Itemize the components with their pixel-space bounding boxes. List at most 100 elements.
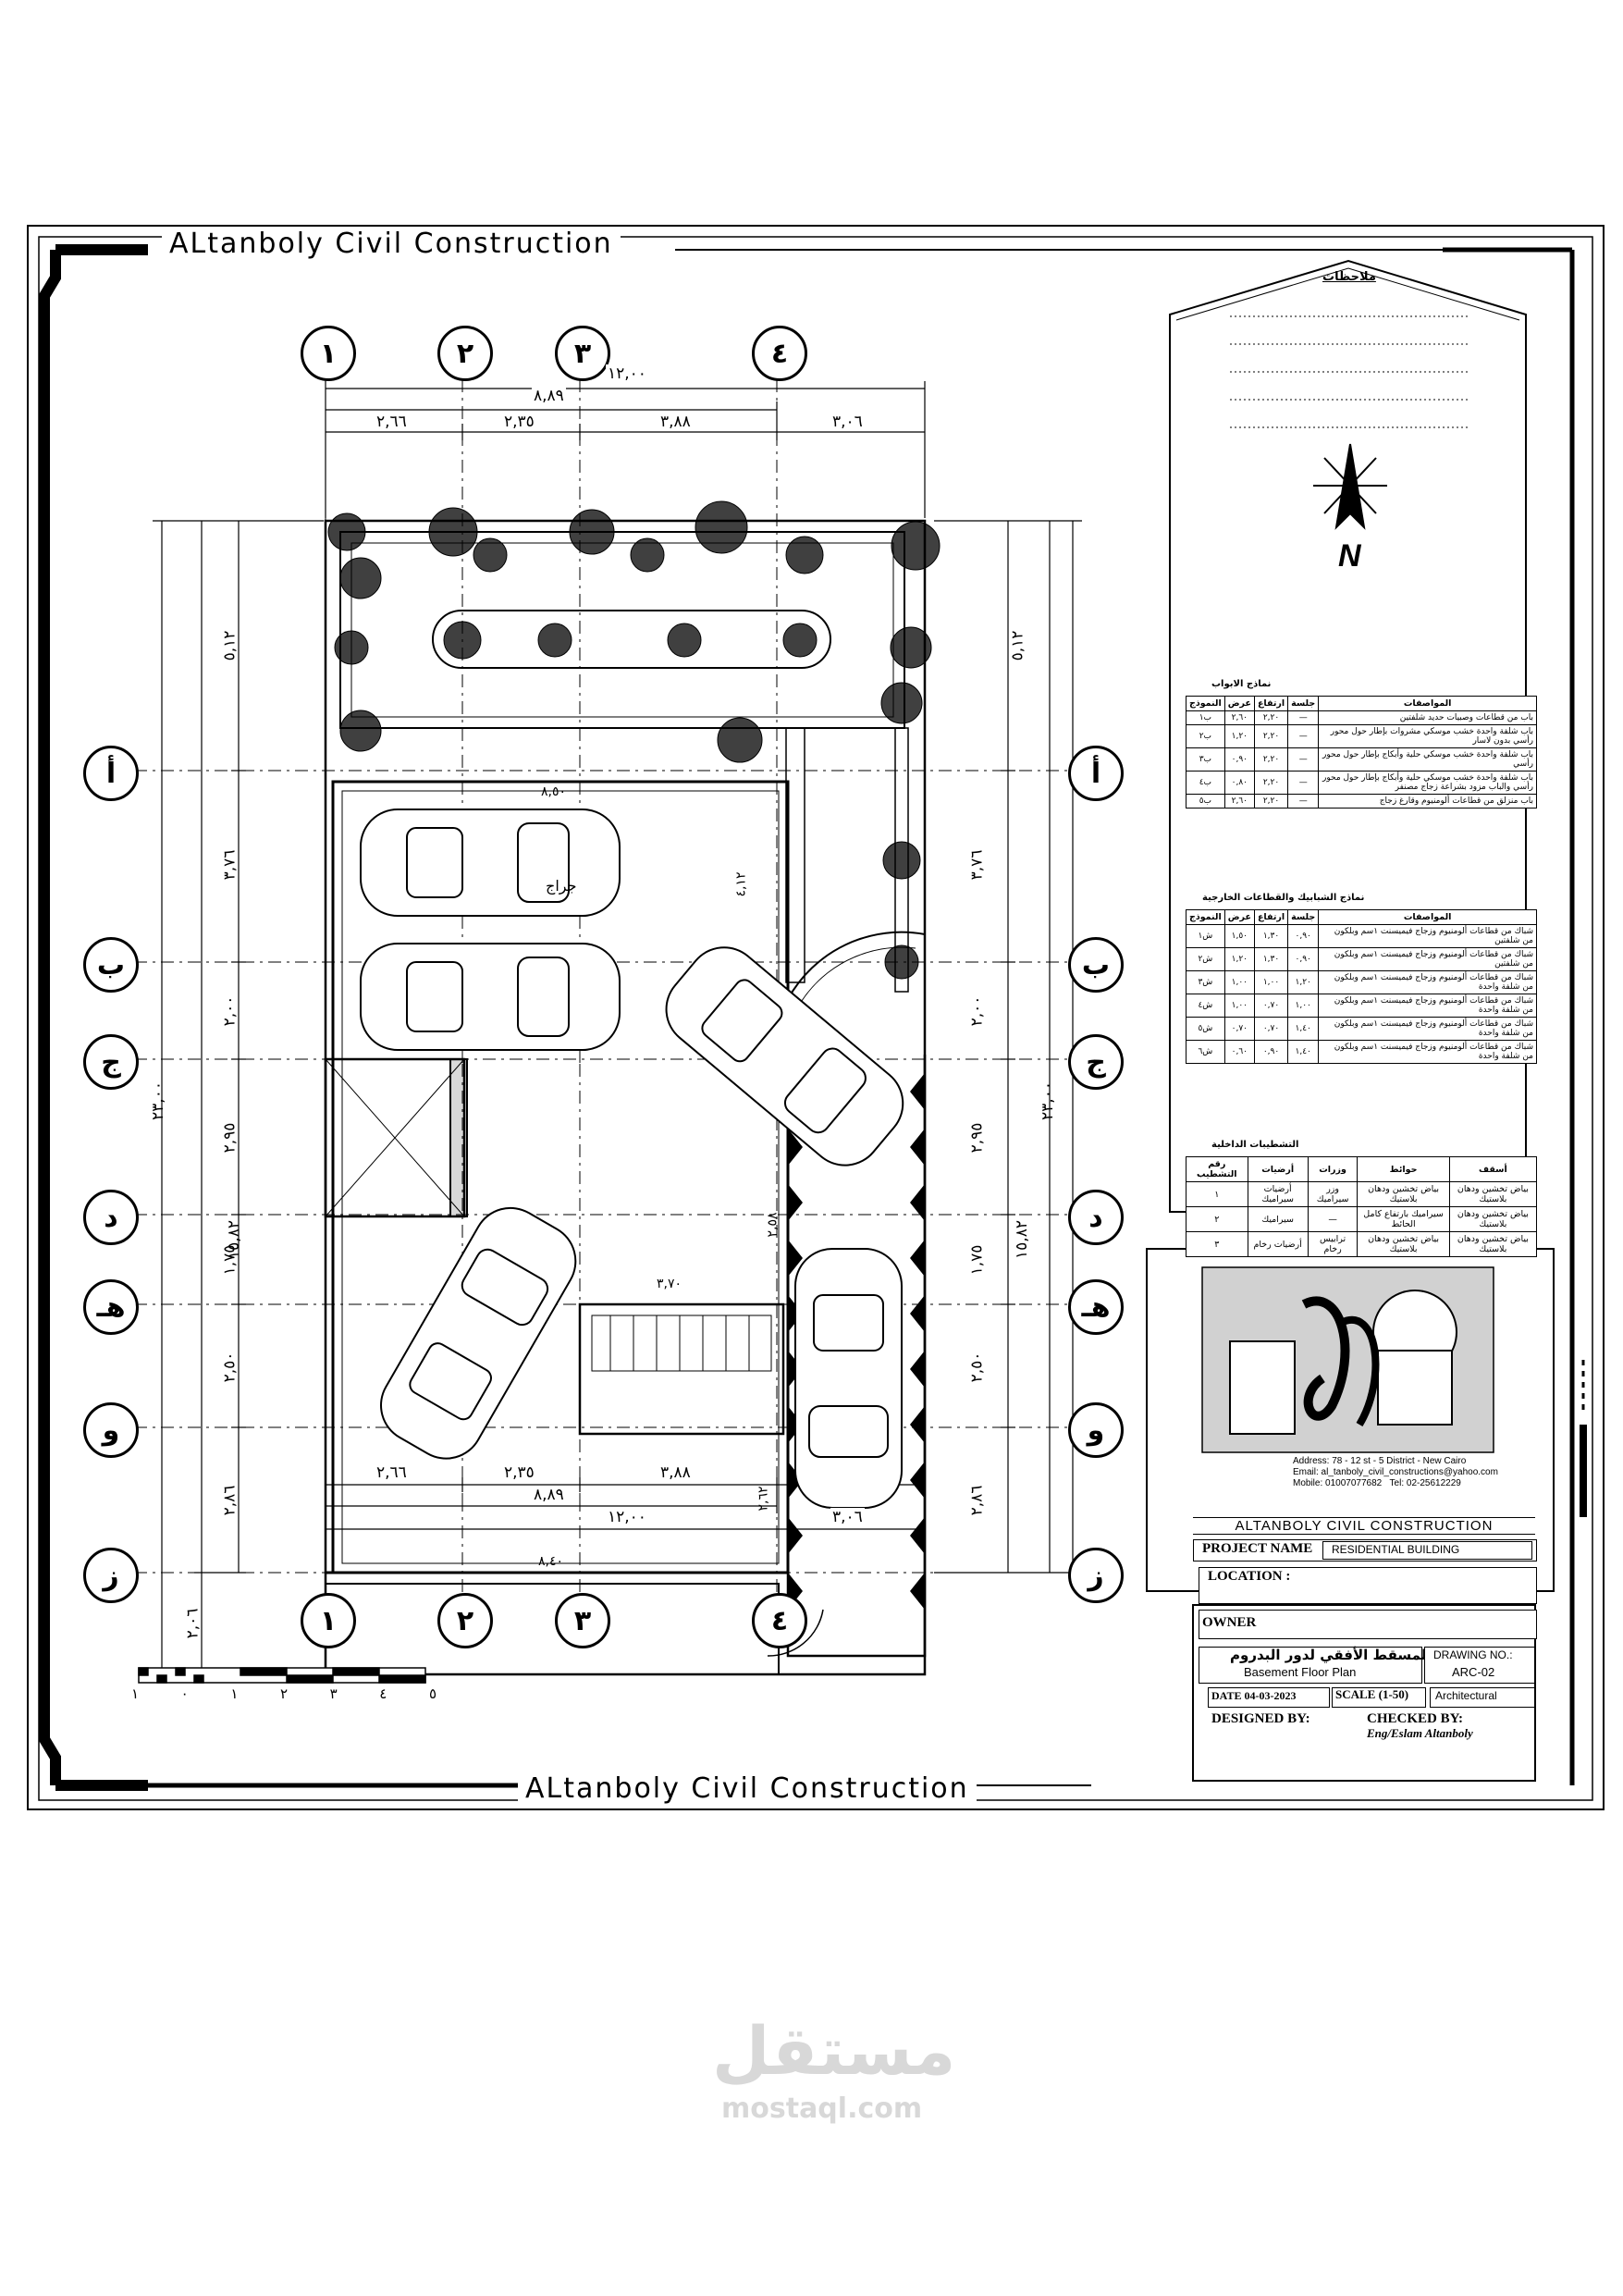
garage-label: جراج <box>546 877 577 895</box>
location-row <box>1199 1567 1537 1604</box>
windows-header: النموذج <box>1186 909 1225 925</box>
grid-row-d-right: د <box>1068 1190 1124 1245</box>
scale-label: ١ <box>131 1685 140 1702</box>
finishes-header: أرضيات <box>1247 1156 1309 1182</box>
doors-header: المواصفات <box>1318 696 1537 711</box>
company-tel: Tel: 02-25612229 <box>1389 1478 1461 1488</box>
grid-row-d-left: د <box>83 1190 139 1245</box>
scale-bar-labels: ١ ٠ ١ ٢ ٣ ٤ ٥ <box>131 1685 436 1702</box>
company-mobile: Mobile: 01007077682 <box>1293 1478 1383 1488</box>
finishes-header: وزرات <box>1307 1156 1359 1182</box>
grid-row-g-right: ز <box>1068 1548 1124 1603</box>
windows-header: ارتفاع <box>1253 909 1289 925</box>
discipline-box <box>1430 1687 1535 1708</box>
grid-row-c-right: ج <box>1068 1034 1124 1090</box>
north-label: N <box>1338 538 1361 574</box>
owner-row <box>1199 1610 1537 1639</box>
company-contact: Address: 78 - 12 st - 5 District - New C… <box>1293 1456 1498 1489</box>
discipline: Architectural <box>1435 1689 1497 1702</box>
watermark-ar: مستقل <box>712 2012 956 2090</box>
company-logo <box>1229 1290 1457 1435</box>
plan-dim-d: ٨,٤٠ <box>538 1554 564 1569</box>
project-label: PROJECT NAME <box>1202 1541 1313 1556</box>
drawing-title-en: Basement Floor Plan <box>1244 1665 1357 1679</box>
banner-bottom: ALtanboly Civil Construction <box>518 1774 977 1804</box>
designed-label: DESIGNED BY: <box>1211 1711 1310 1726</box>
grid-column-1-top: ١ <box>301 326 356 381</box>
scale-value: (1-50) <box>1378 1687 1409 1701</box>
scale-label: ٠ <box>180 1685 189 1702</box>
scale-label: ١ <box>230 1685 239 1702</box>
project-value: RESIDENTIAL BUILDING <box>1332 1543 1460 1556</box>
windows-title: نماذج الشبابيك والقطاعات الخارجية <box>1202 893 1365 903</box>
date-label: DATE <box>1211 1689 1242 1702</box>
finishes-title: التشطيبات الداخلية <box>1211 1140 1299 1150</box>
dim-bottom-span-2: ٢,٣٥ <box>502 1463 536 1482</box>
windows-header: المواصفات <box>1318 909 1537 925</box>
dim-top-sub: ٨,٨٩ <box>532 387 566 405</box>
grid-row-a-left: أ <box>83 746 139 801</box>
doors-header: عرض <box>1223 696 1255 711</box>
scale-label: ٤ <box>379 1685 387 1702</box>
grid-row-f-left: و <box>83 1402 139 1458</box>
scale-label-tb: SCALE <box>1335 1687 1376 1701</box>
project-value-box <box>1322 1541 1532 1560</box>
drawing-no-box <box>1424 1647 1535 1684</box>
drawing-title-box <box>1199 1647 1422 1684</box>
notes-title: ملاحظات <box>1322 270 1376 284</box>
company-email: Email: al_tanboly_civil_constructions@ya… <box>1293 1467 1498 1477</box>
date-box <box>1208 1687 1330 1708</box>
checked-value: Eng/Eslam Altanboly <box>1367 1726 1473 1740</box>
doors-header: جلسة <box>1287 696 1320 711</box>
windows-header: عرض <box>1223 909 1255 925</box>
scale-field: SCALE (1-50) <box>1335 1687 1408 1702</box>
dim-bottom-span-4: ٣,٠٦ <box>830 1508 865 1526</box>
banner-top: ALtanboly Civil Construction <box>162 229 621 259</box>
grid-column-3-bottom: ٣ <box>555 1593 610 1648</box>
company-name-band: ALTANBOLY CIVIL CONSTRUCTION <box>1193 1517 1535 1535</box>
garage-width-dim: ٨,٥٠ <box>541 784 567 799</box>
drawing-no-label: DRAWING NO.: <box>1433 1648 1513 1661</box>
scale-label: ٥ <box>428 1685 436 1702</box>
grid-column-4-top: ٤ <box>752 326 807 381</box>
finishes-header: رقم التشطيب <box>1186 1156 1248 1182</box>
date-value: 04-03-2023 <box>1244 1689 1297 1702</box>
doors-title: نماذج الابواب <box>1211 679 1272 689</box>
grid-row-e-right: هـ <box>1068 1279 1124 1335</box>
dim-bottom-span-3: ٣,٨٨ <box>658 1463 693 1482</box>
dim-bottom-span-1: ٢,٦٦ <box>375 1463 409 1482</box>
scale-label: ٣ <box>329 1685 338 1702</box>
drawing-title-ar: المسقط الأفقي لدور البدروم <box>1230 1647 1432 1663</box>
doors-header: النموذج <box>1186 696 1225 711</box>
dim-top-span-2: ٢,٣٥ <box>502 413 536 431</box>
dim-top-total: ١٢,٠٠ <box>606 364 648 383</box>
grid-column-2-bottom: ٢ <box>437 1593 493 1648</box>
checked-label: CHECKED BY: <box>1367 1711 1464 1726</box>
dim-top-span-4: ٣,٠٦ <box>830 413 865 431</box>
grid-column-4-bottom: ٤ <box>752 1593 807 1648</box>
plan-dim-b: ٣,٧٠ <box>657 1277 682 1291</box>
dim-top-span-1: ٢,٦٦ <box>375 413 409 431</box>
location-label: LOCATION : <box>1208 1569 1291 1584</box>
date-field: DATE 04-03-2023 <box>1211 1689 1296 1703</box>
drawing-no-value: ARC-02 <box>1452 1665 1495 1679</box>
scale-label: ٢ <box>279 1685 289 1702</box>
grid-column-3-top: ٣ <box>555 326 610 381</box>
grid-row-e-left: هـ <box>83 1279 139 1335</box>
